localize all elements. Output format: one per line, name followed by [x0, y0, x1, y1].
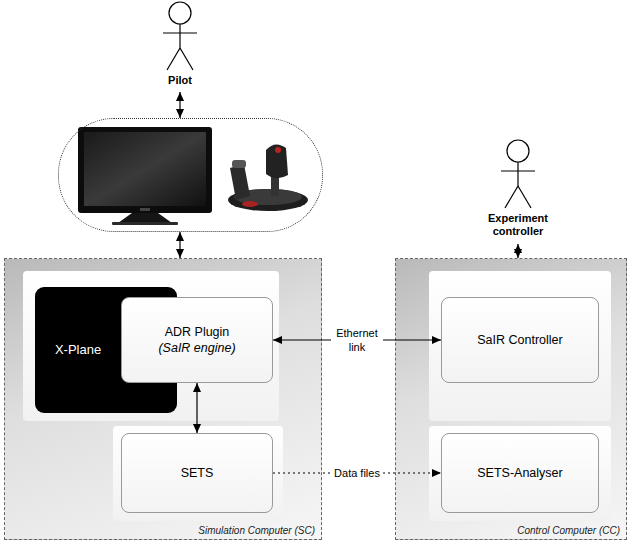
box-text-group: SaIR Controller: [477, 332, 562, 348]
connector: [179, 232, 180, 258]
box-title: SETS-Analyser: [477, 465, 562, 481]
connector: [517, 244, 518, 258]
computer-label: Control Computer (CC): [517, 525, 620, 536]
actor-figure: Experiment controller: [466, 138, 570, 244]
display-group: [58, 118, 323, 232]
box-title: SaIR Controller: [477, 332, 562, 348]
stick-figure: [498, 138, 538, 210]
process-box: SETS: [121, 433, 273, 513]
box-subtitle: (SaIR engine): [158, 340, 235, 356]
box-title: SETS: [181, 465, 214, 481]
computer-frame: Control Computer (CC) SaIR ControllerSETS…: [395, 258, 627, 540]
edge-label: Data files: [331, 465, 383, 481]
connector: [196, 383, 197, 433]
connector: [179, 92, 180, 118]
box-text-group: ADR Plugin(SaIR engine): [158, 324, 235, 356]
tv-screen: [78, 127, 212, 225]
process-box: SETS-Analyser: [441, 433, 599, 513]
actor-label: Pilot: [150, 74, 210, 87]
plugin-box: ADR Plugin(SaIR engine): [121, 297, 273, 383]
process-box: SaIR Controller: [441, 297, 599, 383]
computer-label: Simulation Computer (SC): [198, 525, 315, 536]
application-label: X-Plane: [35, 341, 121, 359]
joystick: [228, 144, 308, 211]
box-text-group: SETS: [181, 465, 214, 481]
stick-figure: [160, 0, 200, 72]
actor-figure: Pilot: [150, 0, 210, 92]
box-text-group: SETS-Analyser: [477, 465, 562, 481]
computer-frame: Simulation Computer (SC) X-Plane ADR Plugi…: [4, 258, 322, 540]
edge-label: Ethernet link: [331, 325, 383, 355]
box-title: ADR Plugin: [158, 324, 235, 340]
actor-label: Experiment controller: [466, 212, 570, 238]
